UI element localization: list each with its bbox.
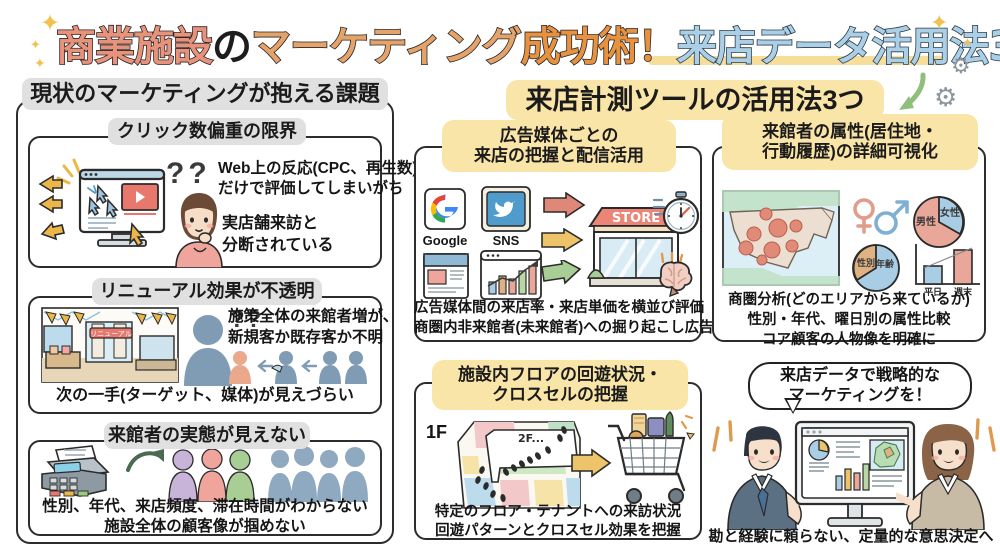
businesswoman-icon [896,418,996,530]
right-card-3-floor1-label: 1F [426,422,448,442]
pie-slice-label-age: 年齢 [876,258,895,270]
speech-line-2: マーケティングを！ [788,387,932,404]
weekday-weekend-bar-chart: 平日 週末 [915,244,980,298]
title-seg-3: マーケティング [250,23,522,71]
pos-terminal-icon [41,445,110,497]
page-title: 商業施設のマーケティング成功術！来店データ活用法3つ [55,14,1000,72]
attribute-pie-chart: 性別 年齢 [852,244,900,292]
right-card-1-caption-1: 広告媒体間の来店率・来店単価を横並び評価 [414,300,704,316]
left-card-3-heading: 来館者の実態が見えない [104,422,310,449]
right-card-3-heading-line1: 施設内フロアの回遊状況・ [458,364,662,384]
left-card-1-text-1: Web上の反応(CPC、再生数) [218,160,418,177]
brain-icon [659,252,693,298]
woman-thinking-icon [175,193,223,268]
pie-slice-label-male: 男性 [916,215,936,228]
shopping-cart-icon [608,411,695,504]
right-card-2-caption-1: 商圏分析(どのエリアから来ているか) [728,292,970,308]
arrow-icon [126,449,164,472]
monitor-with-clicks-icon [38,158,166,248]
pie-slice-label-gender: 性別 [857,257,875,269]
gender-symbols-icon [853,198,909,235]
right-card-1-heading-line2: 来店の把握と配信活用 [474,146,644,165]
left-card-2-text-1: 施策全体の来館者増が、 [228,308,399,325]
trade-area-map-icon [722,190,840,286]
right-card-3-heading-line2: クロスセルの把握 [492,385,628,404]
arrow-icon [571,448,612,478]
left-card-2-heading: リニューアル効果が不透明 [92,278,322,305]
bar-label-weekday: 平日 [924,287,942,298]
sparkle-icon: ✦ [962,35,973,50]
sparkle-icon: ✦ [40,10,61,37]
right-card-3-heading: 施設内フロアの回遊状況・ クロスセルの把握 [432,360,688,410]
right-card-2-heading-line1: 来館者の属性(居住地・ [762,121,938,141]
question-marks-2: ?? [230,306,264,333]
sparkle-icon: ✦ [30,37,41,52]
left-card-2-caption: 次の一手(ターゲット、媒体)が見えづらい [56,387,354,404]
right-card-2-heading-line2: 行動履歴)の詳細可視化 [762,142,938,161]
pie-slice-label-female: 女性 [940,206,960,219]
person-silhouette-icon [184,315,232,386]
curved-arrow-icon [899,72,926,110]
right-card-2-heading: 来館者の属性(居住地・ 行動履歴)の詳細可視化 [722,114,978,170]
arrow-icon [543,192,586,219]
right-card-1-heading: 広告媒体ごとの 来店の把握と配信活用 [442,120,676,172]
right-card-3-caption-2: 回遊パターンとクロスセル効果を把握 [435,523,681,539]
google-logo-icon [424,188,466,230]
conclusion-speech-bubble: 来店データで戦略的な マーケティングを！ [748,362,972,414]
crowd-silhouette-icon [268,446,368,502]
customer-flow-icon [229,351,367,384]
sparkle-icon: ✦ [34,55,46,71]
left-card-1-text-3: 実店舗来訪と [222,215,319,232]
right-section-heading: 来店計測ツールの活用法3つ [506,80,884,120]
bar-label-weekend: 週末 [954,286,973,298]
left-card-1-text-4: 分断されている [222,237,334,254]
store-sign-label: リニューアル [90,330,132,338]
sns-icon [481,186,531,232]
question-marks-1: ?? [166,157,211,190]
right-card-1-google-label: Google [422,233,468,248]
right-section-heading-text: 来店計測ツールの活用法3つ [525,84,865,115]
colored-people-icon [168,448,255,502]
left-card-3-heading-text: 来館者の実態が見えない [108,425,306,446]
stopwatch-icon [652,191,700,235]
conclusion-caption: 勘と経験に頼らない、定量的な意思決定へ [708,528,994,545]
right-card-2-caption-3: コア顧客の人物像を明確に [762,332,936,348]
title-seg-2: の [212,24,252,70]
speech-line-1: 来店データで戦略的な [779,367,940,384]
title-seg-4: 成功術！ [520,23,679,71]
businessman-icon [712,420,816,530]
floor-plan-2f-label: 2F... [518,432,544,445]
arrow-icon [541,260,582,285]
left-card-2-heading-text: リニューアル効果が不透明 [99,281,315,302]
left-panel-heading: 現状のマーケティングが抱える課題 [22,78,388,110]
right-card-2-caption-2: 性別・年代、曜日別の属性比較 [747,312,951,328]
store-sign-text: STORE [612,211,660,226]
analytics-chart-icon [480,250,542,300]
left-card-1-heading: クリック数偏重の限界 [108,118,306,145]
left-card-3-caption-1: 性別、年代、来店頻度、滞在時間がわからない [42,498,368,515]
gear-icon: ⚙ [951,53,971,78]
left-panel-heading-text: 現状のマーケティングが抱える課題 [30,81,380,107]
title-seg-1: 商業施設 [55,23,214,71]
left-card-3-caption-2: 施設全体の顧客像が掴めない [104,518,306,535]
article-icon [423,253,469,299]
dashboard-monitor-icon [794,420,916,527]
left-card-1-heading-text: クリック数偏重の限界 [117,121,297,142]
right-card-1-heading-line1: 広告媒体ごとの [499,125,619,145]
floor-plan-icon: 2F... [457,421,581,509]
gear-icon: ⚙ [934,82,958,112]
right-card-3-caption-1: 特定のフロア・テナントへの来訪状況 [434,504,682,520]
right-card-1-caption-2: 商圏内非来館者(未来館者)への掘り起こし広告 [414,320,714,336]
arrow-icon [541,228,584,253]
title-seg-5: 来店データ活用法3つ [676,23,1000,71]
sparkle-icon: ✦ [930,10,949,35]
left-card-2-text-2: 新規客か既存客か不明 [228,329,384,346]
store-interior-icon: リニューアル [41,307,179,383]
left-card-1-text-2: だけで評価してしまいがち [218,180,404,197]
right-card-1-sns-label: SNS [492,233,520,248]
gender-pie-chart: 男性 女性 [913,196,965,248]
title-bar: 商業施設のマーケティング成功術！来店データ活用法3つ ✦ ✦ ✦ ✦ ✦ [0,4,1000,74]
